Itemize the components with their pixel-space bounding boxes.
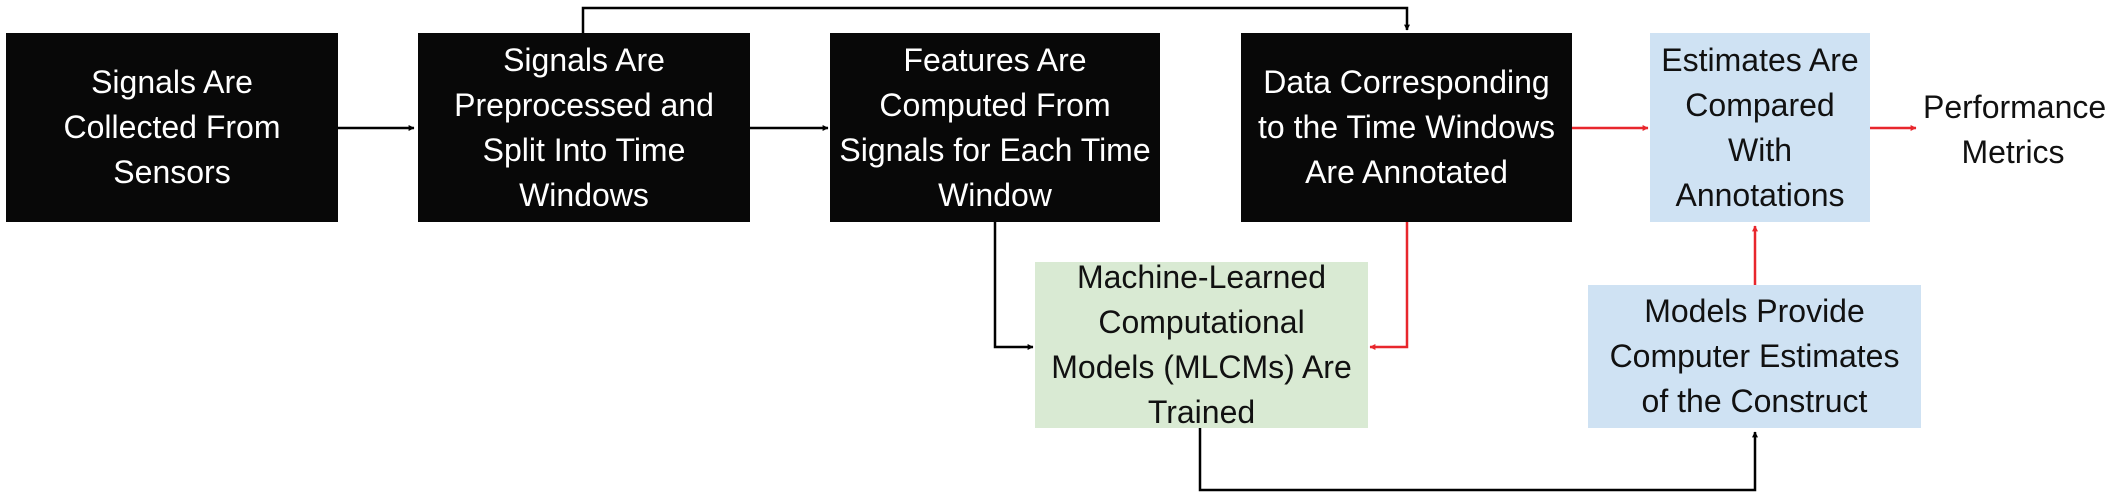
node-compute-features: Features Are Computed From Signals for E… — [830, 33, 1160, 222]
node-annotate-data: Data Corresponding to the Time Windows A… — [1241, 33, 1572, 222]
node-train-models-text: Machine-Learned Computational Models (ML… — [1051, 259, 1352, 430]
arrow-features-to-train — [993, 222, 1034, 350]
arrow-train-to-estimates — [1198, 428, 1758, 492]
node-collect-signals-text: Signals Are Collected From Sensors — [63, 64, 281, 190]
node-performance-metrics: Performance Metrics — [1918, 80, 2108, 180]
arrow-preprocess-to-annotate — [581, 6, 1410, 33]
node-train-models: Machine-Learned Computational Models (ML… — [1035, 259, 1368, 430]
node-compare-estimates: Estimates Are Compared With Annotations — [1650, 33, 1870, 222]
node-model-estimates: Models Provide Computer Estimates of the… — [1588, 285, 1921, 428]
arrow-annotate-to-train — [1369, 222, 1409, 350]
node-preprocess-signals-text: Signals Are Preprocessed and Split Into … — [454, 41, 714, 213]
node-compare-estimates-text: Estimates Are Compared With Annotations — [1661, 41, 1859, 213]
node-performance-metrics-text: Performance Metrics — [1923, 89, 2107, 170]
node-preprocess-signals: Signals Are Preprocessed and Split Into … — [418, 33, 750, 222]
node-annotate-data-text: Data Corresponding to the Time Windows A… — [1258, 64, 1555, 190]
node-compute-features-text: Features Are Computed From Signals for E… — [839, 41, 1151, 213]
node-model-estimates-text: Models Provide Computer Estimates of the… — [1609, 293, 1900, 419]
node-collect-signals: Signals Are Collected From Sensors — [6, 33, 338, 222]
